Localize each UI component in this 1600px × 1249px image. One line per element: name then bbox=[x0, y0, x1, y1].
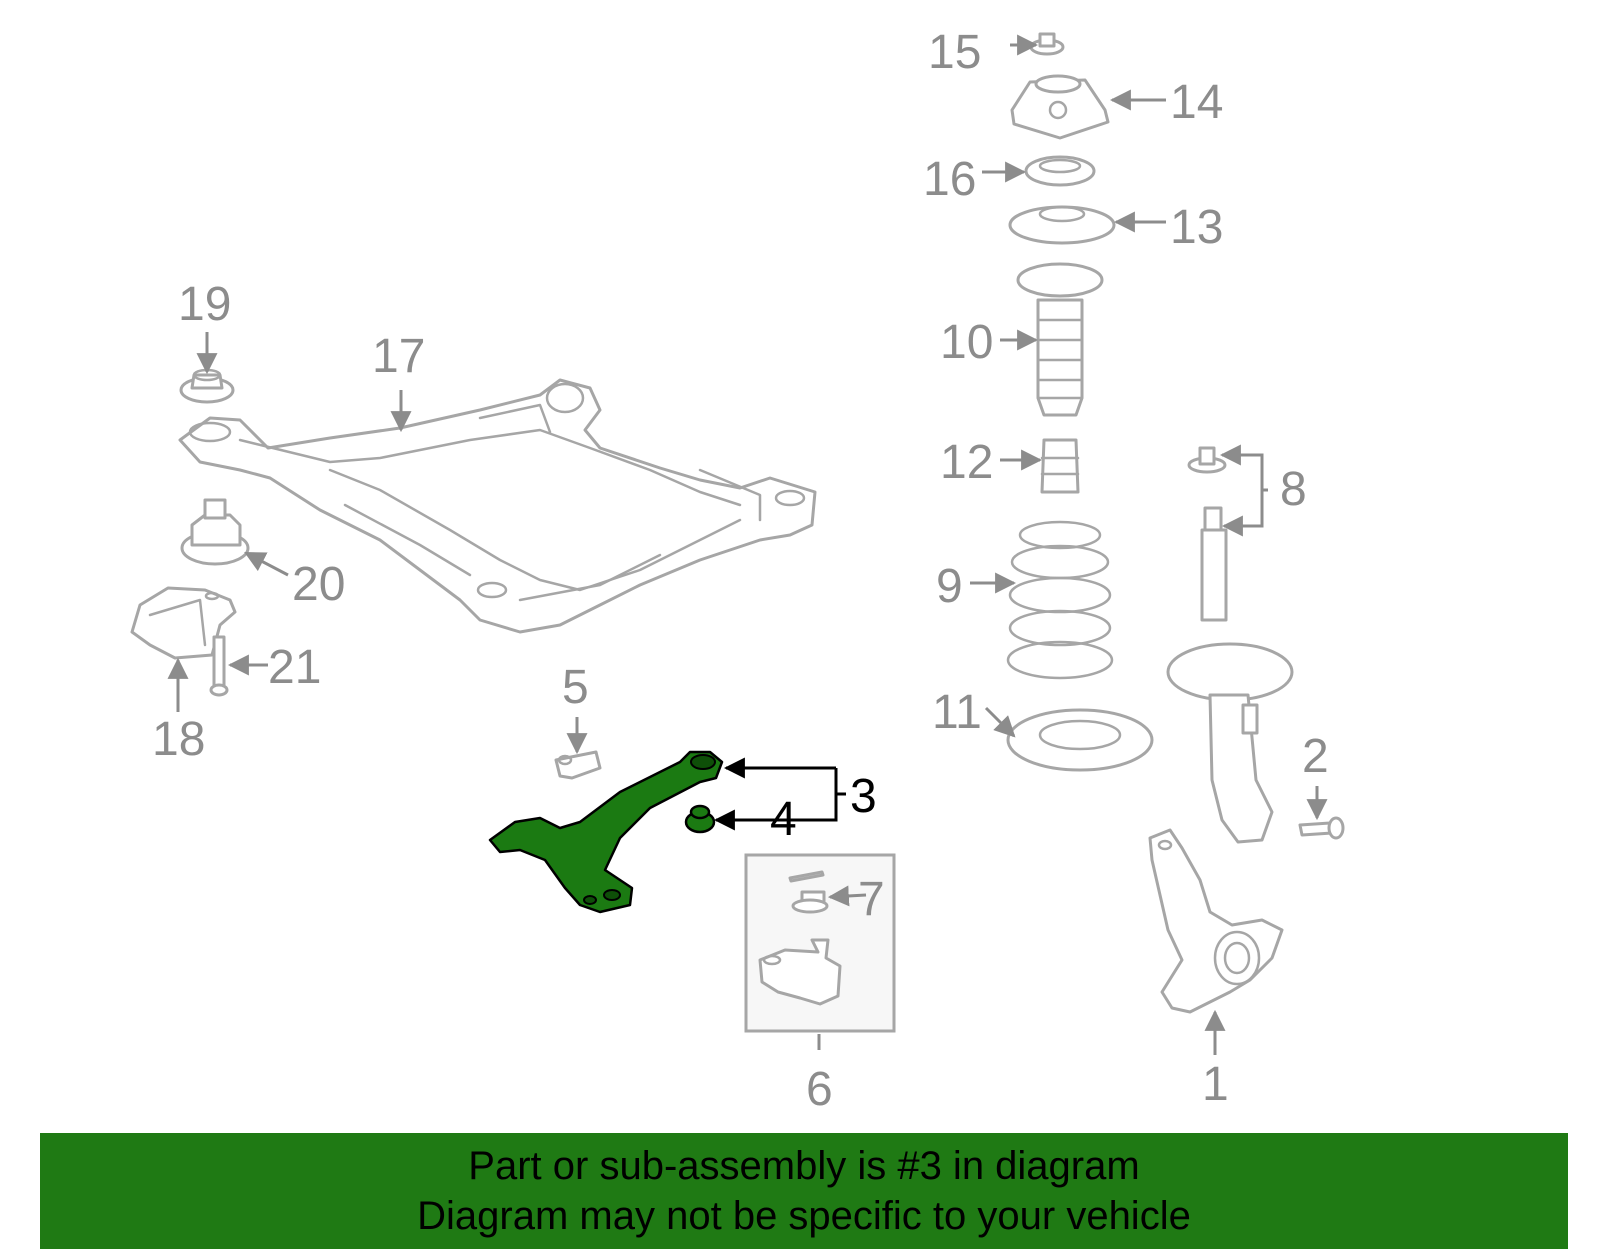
callout-7: 7 bbox=[858, 873, 885, 926]
callout-19: 19 bbox=[178, 278, 231, 331]
bushing-5 bbox=[554, 750, 602, 780]
upper-seat-13 bbox=[1008, 205, 1116, 245]
info-banner: Part or sub-assembly is #3 in diagram Di… bbox=[40, 1133, 1568, 1249]
banner-line-disclaimer: Diagram may not be specific to your vehi… bbox=[417, 1194, 1191, 1238]
bracket-18 bbox=[130, 586, 237, 660]
strut-assembly bbox=[1166, 506, 1294, 844]
callout-6: 6 bbox=[806, 1063, 833, 1116]
coil-spring-9 bbox=[1006, 520, 1114, 680]
banner-line-part: Part or sub-assembly is #3 in diagram bbox=[468, 1144, 1140, 1188]
callout-14: 14 bbox=[1170, 76, 1223, 129]
leader-lines bbox=[167, 34, 1328, 1055]
nut-8 bbox=[1187, 446, 1227, 474]
callout-3[interactable]: 3 bbox=[850, 770, 877, 823]
callout-20: 20 bbox=[292, 558, 345, 611]
callout-15: 15 bbox=[928, 26, 981, 79]
lower-insulator-11 bbox=[1006, 708, 1154, 772]
callout-18: 18 bbox=[152, 713, 205, 766]
callout-8: 8 bbox=[1280, 463, 1307, 516]
callout-11: 11 bbox=[932, 686, 982, 739]
callout-4[interactable]: 4 bbox=[770, 793, 797, 846]
callout-5: 5 bbox=[562, 661, 589, 714]
bumper-boot-10 bbox=[1016, 262, 1104, 417]
subframe-part bbox=[178, 378, 817, 634]
callout-16: 16 bbox=[923, 153, 976, 206]
bushing-4[interactable] bbox=[684, 804, 716, 834]
callout-2: 2 bbox=[1302, 730, 1329, 783]
mount-insulator-19 bbox=[179, 368, 235, 404]
bolt-2 bbox=[1298, 816, 1345, 840]
callout-9: 9 bbox=[936, 560, 963, 613]
strut-mount-14 bbox=[1010, 74, 1110, 140]
callout-21: 21 bbox=[268, 641, 321, 694]
callout-12: 12 bbox=[940, 436, 993, 489]
bearing-16 bbox=[1024, 155, 1096, 187]
steering-knuckle-1 bbox=[1148, 828, 1284, 1014]
mount-cushion-20 bbox=[180, 498, 250, 566]
callout-1: 1 bbox=[1202, 1058, 1229, 1111]
bolt-21 bbox=[209, 635, 229, 697]
ball-joint-box-6 bbox=[744, 853, 896, 1033]
callout-13: 13 bbox=[1170, 201, 1223, 254]
lower-control-arm-3[interactable] bbox=[488, 750, 724, 914]
callout-17: 17 bbox=[372, 330, 425, 383]
bump-stop-12 bbox=[1040, 438, 1080, 494]
callout-10: 10 bbox=[940, 316, 993, 369]
